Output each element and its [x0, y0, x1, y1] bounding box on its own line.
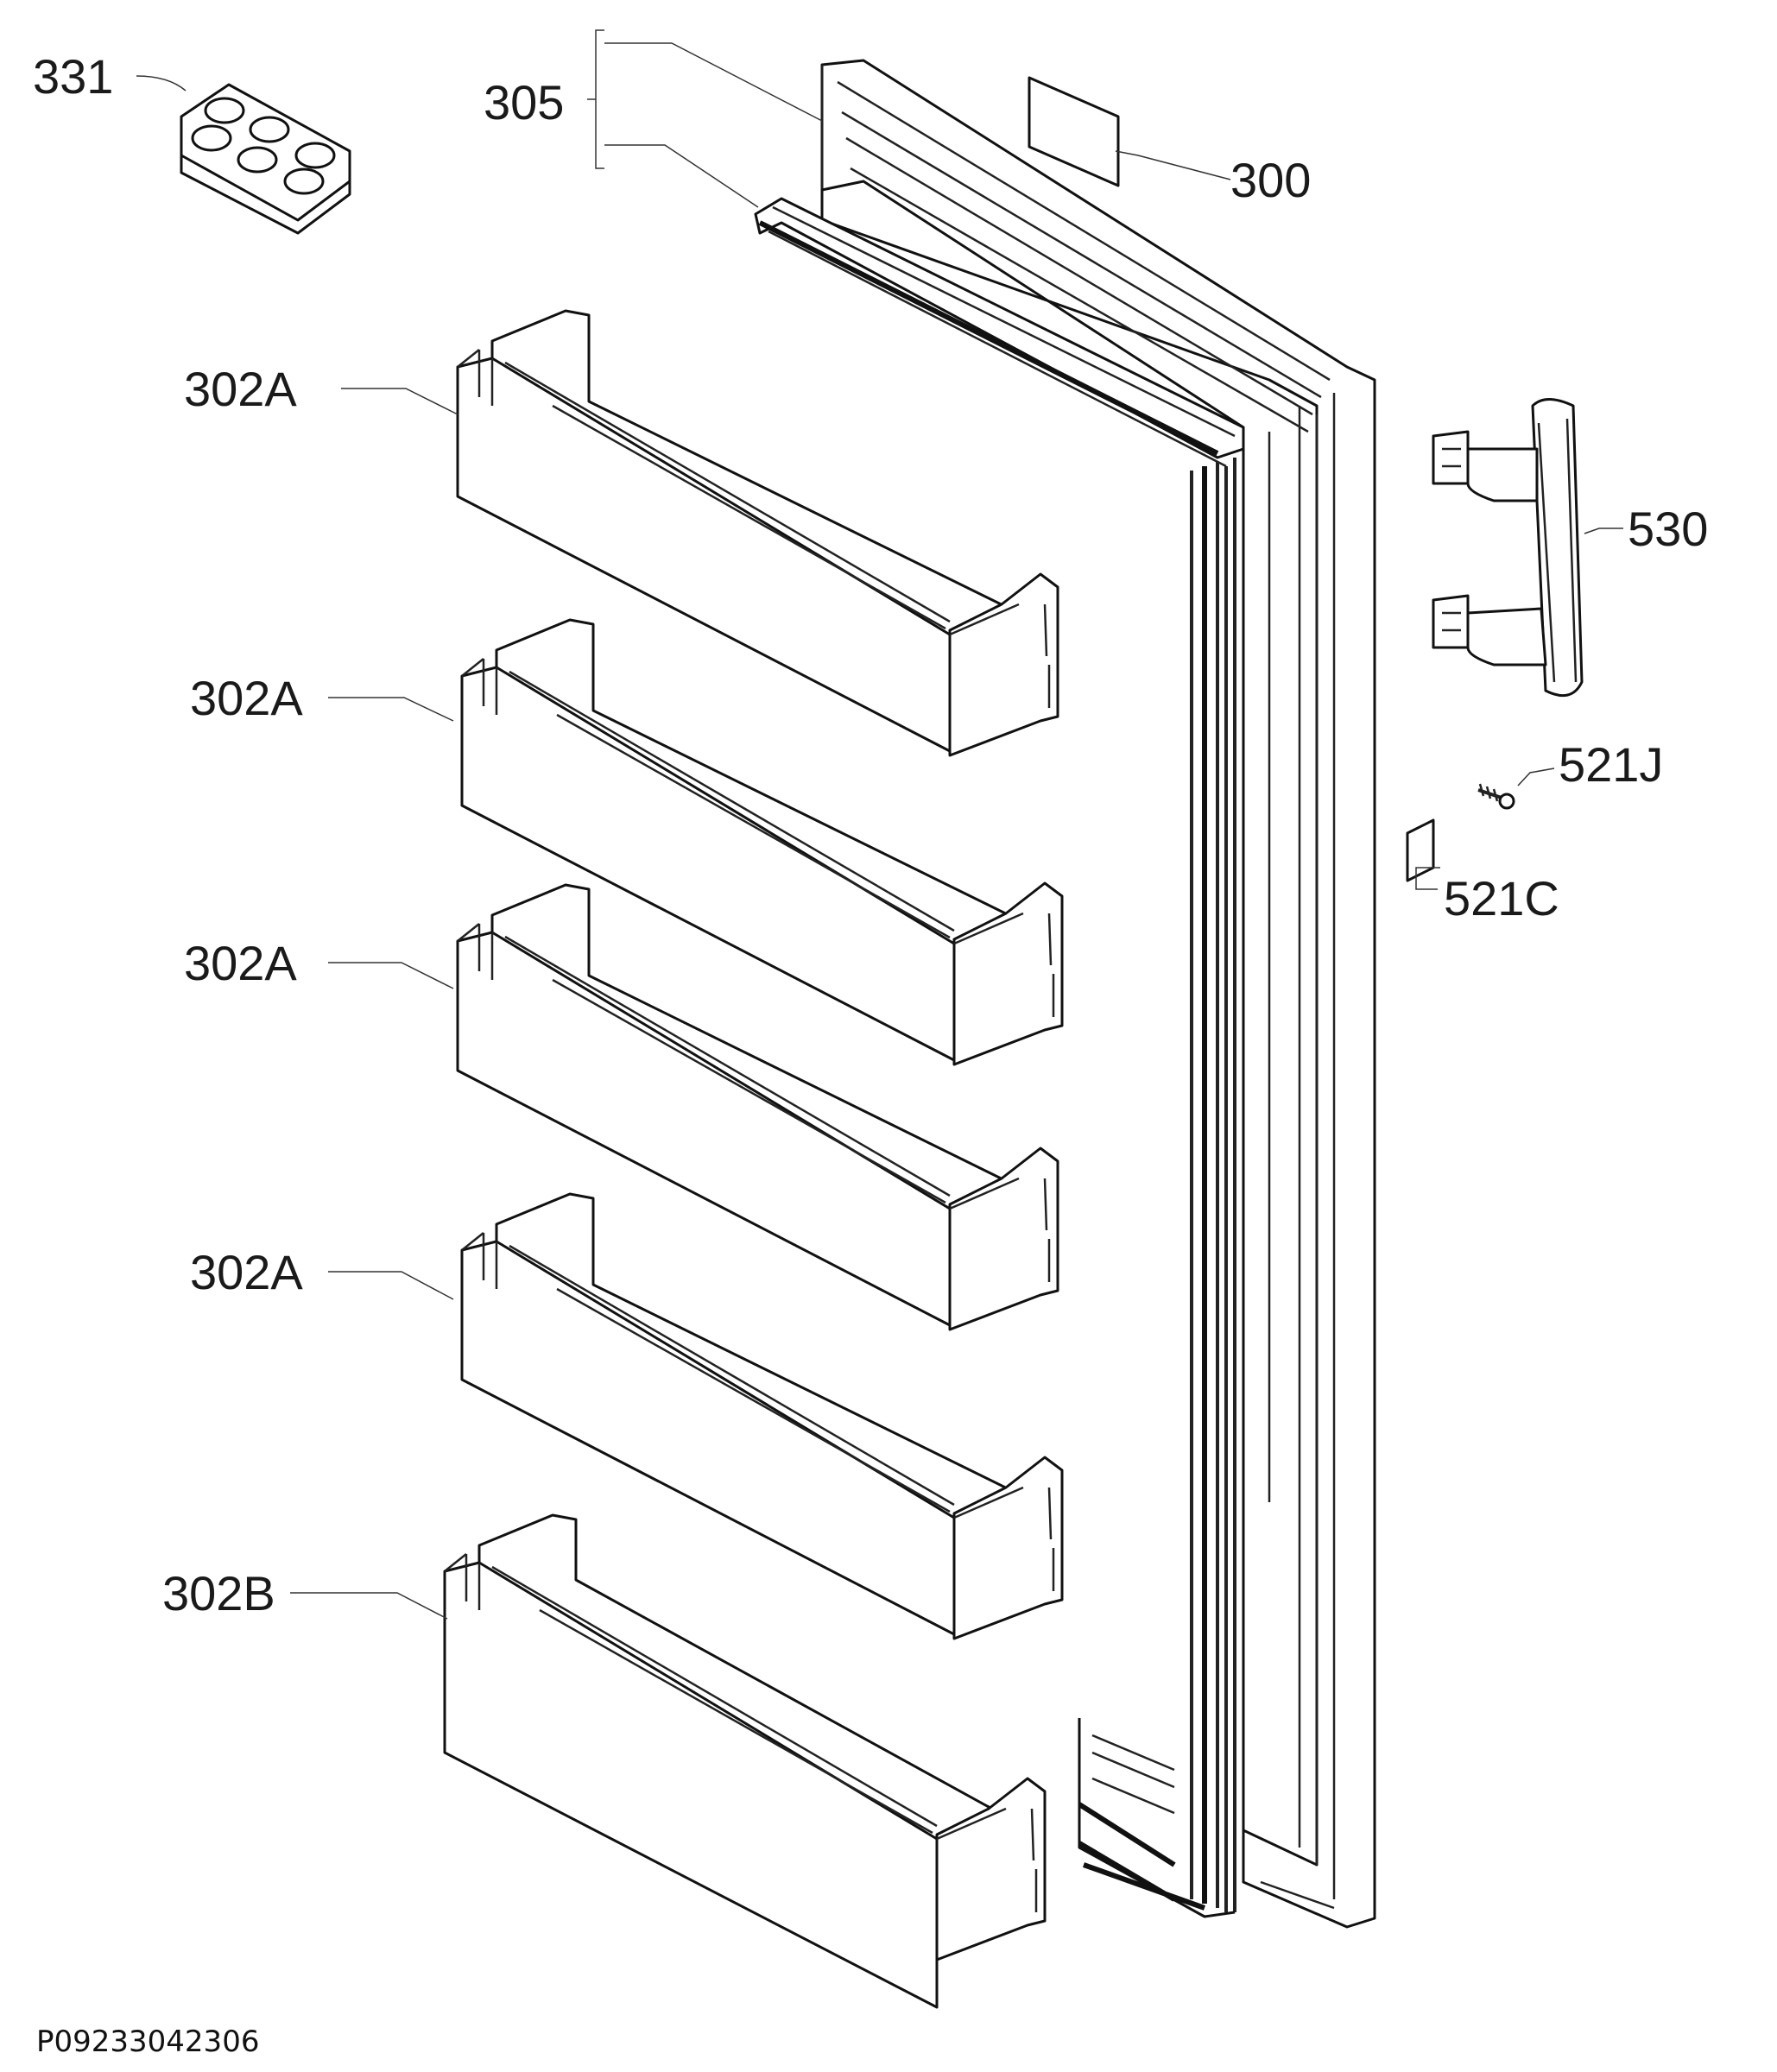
door-assembly: [754, 59, 1376, 1929]
label-302a-2: 302A: [190, 671, 303, 725]
screw: [1477, 783, 1515, 810]
rating-label-sticker: [1028, 76, 1120, 187]
label-305: 305: [484, 75, 564, 130]
door-shelves: [443, 309, 1064, 2009]
label-302a-1: 302A: [184, 362, 297, 416]
hinge-cover: [1406, 818, 1435, 882]
label-302a-4: 302A: [190, 1245, 303, 1299]
part-labels: 331 305 300 302A 302A 302A 302A 302B 530…: [33, 49, 1708, 1620]
label-331: 331: [33, 49, 113, 104]
shelf-302a-4: [460, 1192, 1064, 1640]
label-530: 530: [1628, 502, 1708, 556]
shelf-302a-2: [460, 618, 1064, 1066]
leader-lines: [136, 29, 1623, 1620]
label-302b: 302B: [162, 1566, 275, 1620]
shelf-302a-3: [456, 883, 1059, 1331]
drawing-code: P09233042306: [36, 2025, 259, 2059]
door-outer-panel: [820, 59, 1376, 1929]
label-521j: 521J: [1559, 737, 1663, 792]
label-521c: 521C: [1444, 871, 1559, 925]
door-inner-frame: [820, 180, 1245, 1848]
label-300: 300: [1230, 153, 1311, 207]
shelf-302a-1: [456, 309, 1059, 757]
egg-tray: [180, 83, 351, 235]
door-gasket: [754, 197, 1245, 1918]
label-302a-3: 302A: [184, 936, 297, 990]
shelf-302b: [443, 1513, 1047, 2009]
door-liner-lines: [820, 65, 1336, 1910]
door-handle: [1432, 398, 1584, 698]
